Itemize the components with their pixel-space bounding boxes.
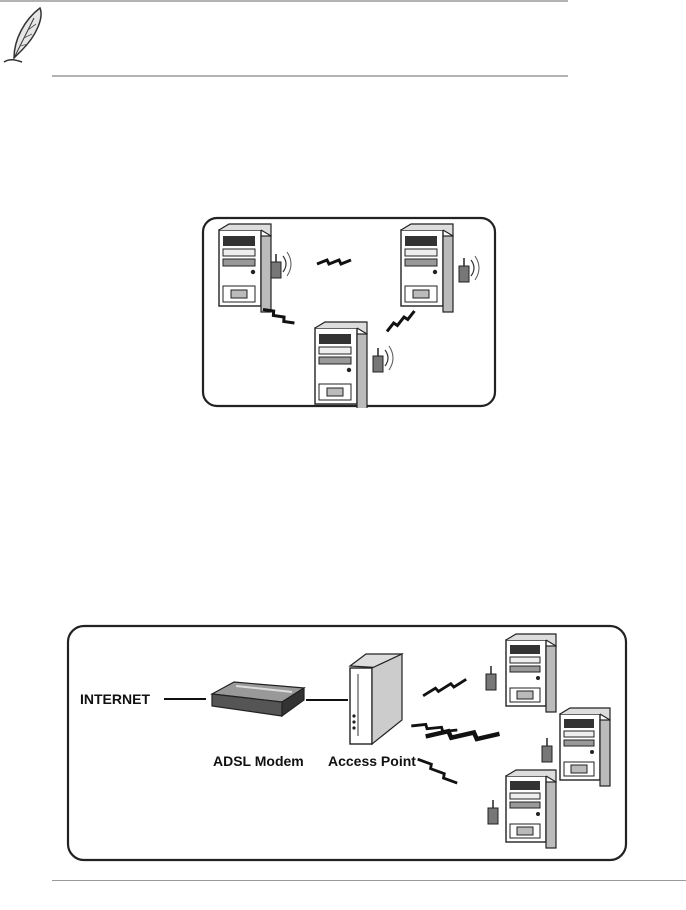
- adhoc-network-diagram: [201, 216, 497, 408]
- desktop-pc-icon: [401, 224, 453, 312]
- adsl-modem-label: ADSL Modem: [213, 753, 304, 769]
- note-graphics: [0, 0, 686, 80]
- wireless-link-icon: [317, 260, 351, 264]
- adhoc-diagram-svg: [201, 216, 497, 408]
- desktop-pc-icon: [506, 634, 556, 712]
- footer-rule: [52, 880, 686, 881]
- feather-pen-icon: [4, 8, 41, 62]
- desktop-pc-icon: [560, 708, 610, 786]
- desktop-pc-icon: [219, 224, 271, 312]
- internet-label: INTERNET: [80, 691, 150, 707]
- infra-diagram-svg: INTERNET ADSL Modem Access Point: [66, 624, 628, 862]
- note-block: [0, 0, 686, 80]
- desktop-pc-icon: [506, 770, 556, 848]
- desktop-pc-icon: [315, 322, 367, 408]
- access-point-label: Access Point: [328, 753, 416, 769]
- infrastructure-network-diagram: INTERNET ADSL Modem Access Point: [66, 624, 628, 862]
